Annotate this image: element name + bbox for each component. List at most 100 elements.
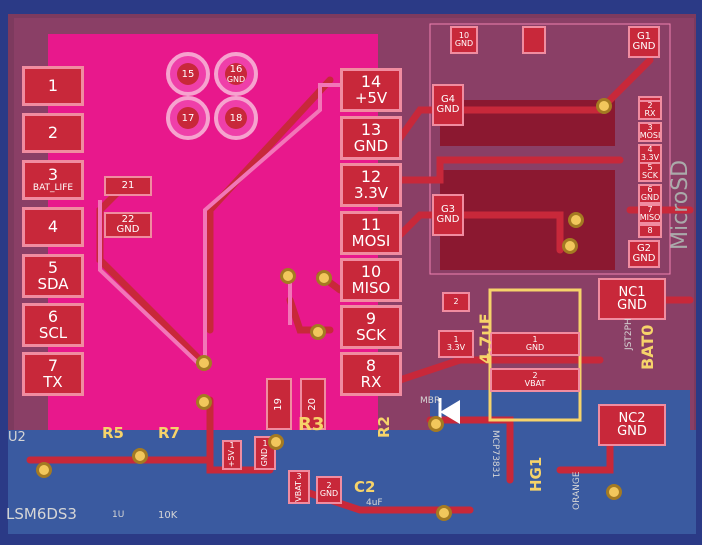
sd-shield-bottom xyxy=(440,170,615,270)
sd-outline xyxy=(429,23,671,275)
pad-number: 1 xyxy=(47,75,59,95)
pad-label: GND xyxy=(640,193,660,202)
pad-label: 3.3V xyxy=(446,343,466,352)
via xyxy=(196,355,212,371)
pad-label: SCK xyxy=(642,171,658,180)
via xyxy=(562,238,578,254)
pad-label: SDA xyxy=(37,274,69,293)
pad-number: 3 xyxy=(47,164,59,184)
ref-c2: C2 xyxy=(354,478,376,496)
pad-label: GND xyxy=(454,39,474,48)
pad-number: 5 xyxy=(47,257,59,277)
lsm-label: LSM6DS3 xyxy=(6,505,77,523)
ref-r3: R3 xyxy=(298,414,325,435)
cap-pin-2: 2 xyxy=(442,292,470,312)
pad-number: G3 xyxy=(440,204,456,215)
pad-number: 2 xyxy=(47,122,59,142)
pad-number: 7 xyxy=(647,205,653,214)
via xyxy=(568,212,584,228)
chg-pad-5v: 1+5V xyxy=(222,440,242,470)
via xyxy=(316,270,332,286)
pad-label: RX xyxy=(644,109,656,118)
via xyxy=(606,484,622,500)
round-pad-15: 15 xyxy=(166,52,210,96)
u1-label: 1U xyxy=(112,510,125,520)
pad-number: 16 xyxy=(229,64,243,75)
via xyxy=(436,505,452,521)
module-pad-14: 14+5V xyxy=(340,68,402,112)
round-pad-17: 17 xyxy=(166,96,210,140)
pad-number: 8 xyxy=(365,355,377,375)
ref-r5: R5 xyxy=(102,424,124,442)
ref-u2: U2 xyxy=(8,430,26,445)
pad-label: GND xyxy=(632,41,656,52)
pad-number: 3 xyxy=(296,471,302,481)
round-pad-18: 18 xyxy=(214,96,258,140)
module-pad-21: 21 xyxy=(104,176,152,196)
module-pad-4: 4 xyxy=(22,207,84,247)
pad-number: 1 xyxy=(262,438,268,448)
pad-number: 17 xyxy=(181,112,195,124)
diode-symbol xyxy=(440,400,460,424)
pad-number: G4 xyxy=(440,94,456,105)
pad-number: 9 xyxy=(365,308,377,328)
pad-label: GND xyxy=(632,253,656,264)
microsd-label: MicroSD xyxy=(668,159,693,250)
module-pad-2: 2 xyxy=(22,113,84,153)
orange-label: ORANGE xyxy=(572,471,582,510)
pad-label: +5V xyxy=(354,88,388,107)
battery-ref: BAT0 xyxy=(638,324,657,370)
pad-label: BAT_LIFE xyxy=(32,182,74,193)
ref-hg1: HG1 xyxy=(527,456,545,492)
pad-label: +5V xyxy=(227,450,236,468)
via xyxy=(132,448,148,464)
pad-number: 2 xyxy=(326,481,332,490)
pad-number: 3 xyxy=(647,123,653,132)
pad-label: SCK xyxy=(356,325,386,344)
pad-label: MOSI xyxy=(351,231,391,250)
top-traces xyxy=(98,83,345,367)
pad-number: G1 xyxy=(636,31,652,42)
via xyxy=(268,434,284,450)
pad-number: 12 xyxy=(360,166,382,186)
module-pad-19: 19 xyxy=(266,378,292,430)
pad-number: 1 xyxy=(532,335,538,344)
ref-r7: R7 xyxy=(158,424,180,442)
pad-number: 21 xyxy=(121,180,135,191)
via xyxy=(310,324,326,340)
pad-label: MOSI xyxy=(639,131,661,140)
pad-number: 7 xyxy=(47,355,59,375)
pad-number: 14 xyxy=(360,71,382,91)
pad-number: 19 xyxy=(273,397,284,411)
battery-part: JST2PH xyxy=(624,318,634,350)
pad-number: 6 xyxy=(47,306,59,326)
pad-label: GND xyxy=(617,298,647,313)
pad-number: G2 xyxy=(636,243,652,254)
mbr-label: MBR xyxy=(420,396,441,406)
pad-number: 5 xyxy=(647,163,653,172)
r10k-label: 10K xyxy=(158,510,178,521)
pad-number: 10 xyxy=(458,31,470,40)
pad-label: MISO xyxy=(639,213,661,222)
pad-number: 2 xyxy=(647,101,653,110)
pad-label: VBAT xyxy=(524,379,546,388)
